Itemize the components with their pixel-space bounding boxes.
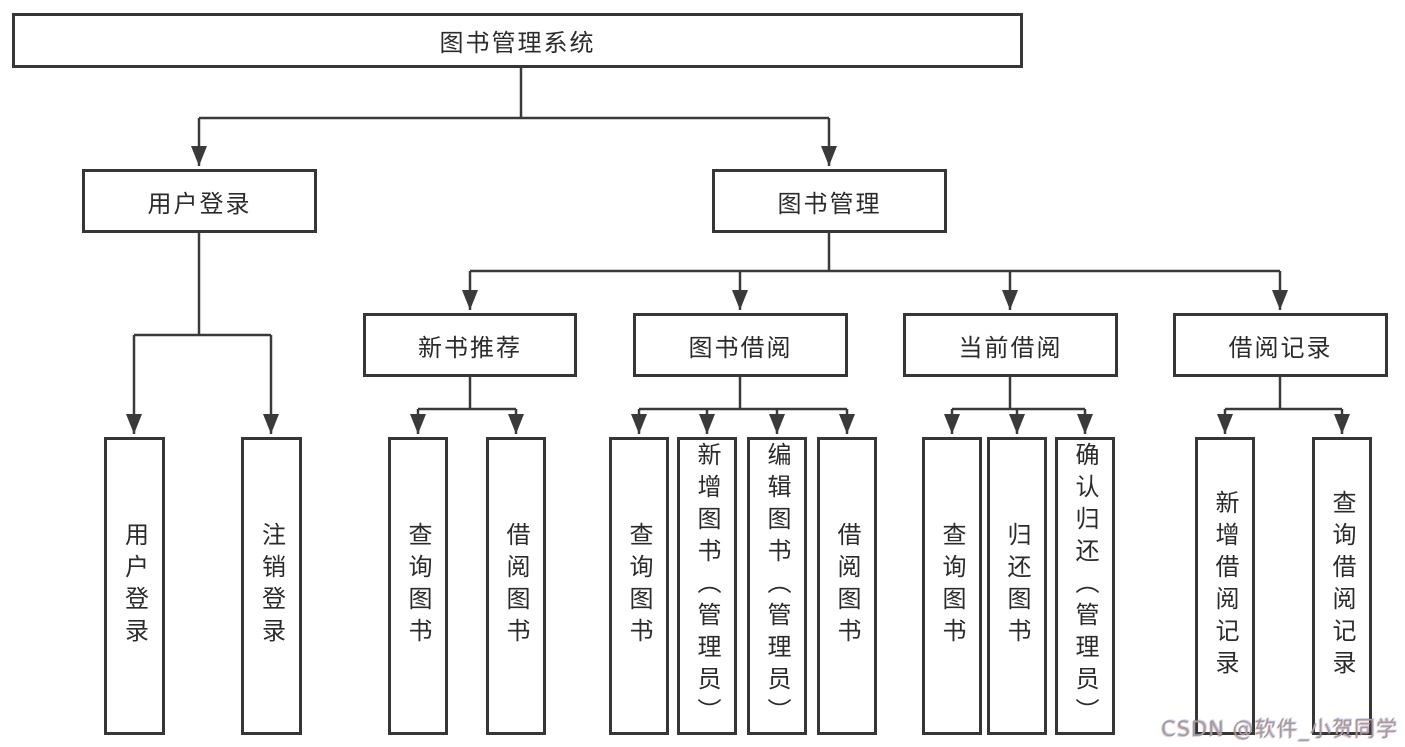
leaf-logout: 注销登录: [241, 437, 302, 735]
leaf-add-book-admin-label: 新增图书（管理员）: [693, 442, 721, 730]
leaf-borrow-book-newrec: 借阅图书: [486, 437, 546, 735]
leaf-borrow-book-label: 借阅图书: [833, 522, 861, 650]
leaf-add-borrow-record: 新增借阅记录: [1195, 437, 1255, 735]
leaf-query-book-newrec: 查询图书: [388, 437, 448, 735]
node-borrow-records: 借阅记录: [1173, 313, 1388, 377]
node-current-borrow-label: 当前借阅: [958, 333, 1063, 362]
leaf-query-book-current-label: 查询图书: [938, 522, 966, 650]
leaf-borrow-book: 借阅图书: [817, 437, 877, 735]
leaf-logout-label: 注销登录: [257, 522, 286, 650]
watermark-text: CSDN @软件_小贺同学: [1160, 717, 1398, 741]
leaf-user-login: 用户登录: [104, 437, 165, 735]
node-borrow-records-label: 借阅记录: [1228, 333, 1333, 362]
node-user-login-label: 用户登录: [147, 189, 252, 218]
leaf-query-book-newrec-label: 查询图书: [404, 522, 432, 650]
leaf-return-book-label: 归还图书: [1003, 522, 1031, 650]
leaf-user-login-label: 用户登录: [120, 522, 149, 650]
leaf-add-book-admin: 新增图书（管理员）: [677, 437, 737, 735]
node-new-book-recommend-label: 新书推荐: [418, 333, 522, 362]
leaf-query-book-borrow-label: 查询图书: [625, 522, 653, 650]
node-root: 图书管理系统: [12, 13, 1023, 68]
leaf-confirm-return-admin: 确认归还（管理员）: [1055, 437, 1115, 735]
node-book-management: 图书管理: [712, 169, 947, 233]
node-book-borrow-label: 图书借阅: [688, 333, 793, 362]
node-current-borrow: 当前借阅: [903, 313, 1118, 377]
leaf-return-book: 归还图书: [987, 437, 1047, 735]
leaf-edit-book-admin: 编辑图书（管理员）: [747, 437, 807, 735]
node-book-borrow: 图书借阅: [633, 313, 848, 377]
node-new-book-recommend: 新书推荐: [363, 313, 577, 377]
node-book-management-label: 图书管理: [777, 189, 882, 218]
leaf-query-book-borrow: 查询图书: [609, 437, 669, 735]
leaf-borrow-book-newrec-label: 借阅图书: [502, 522, 530, 650]
node-user-login: 用户登录: [82, 169, 317, 233]
leaf-add-borrow-record-label: 新增借阅记录: [1211, 490, 1239, 682]
leaf-confirm-return-admin-label: 确认归还（管理员）: [1071, 442, 1099, 730]
leaf-query-borrow-record: 查询借阅记录: [1312, 437, 1372, 735]
node-root-label: 图书管理系统: [439, 29, 596, 57]
leaf-query-borrow-record-label: 查询借阅记录: [1328, 490, 1356, 682]
leaf-query-book-current: 查询图书: [922, 437, 982, 735]
leaf-edit-book-admin-label: 编辑图书（管理员）: [763, 442, 791, 730]
